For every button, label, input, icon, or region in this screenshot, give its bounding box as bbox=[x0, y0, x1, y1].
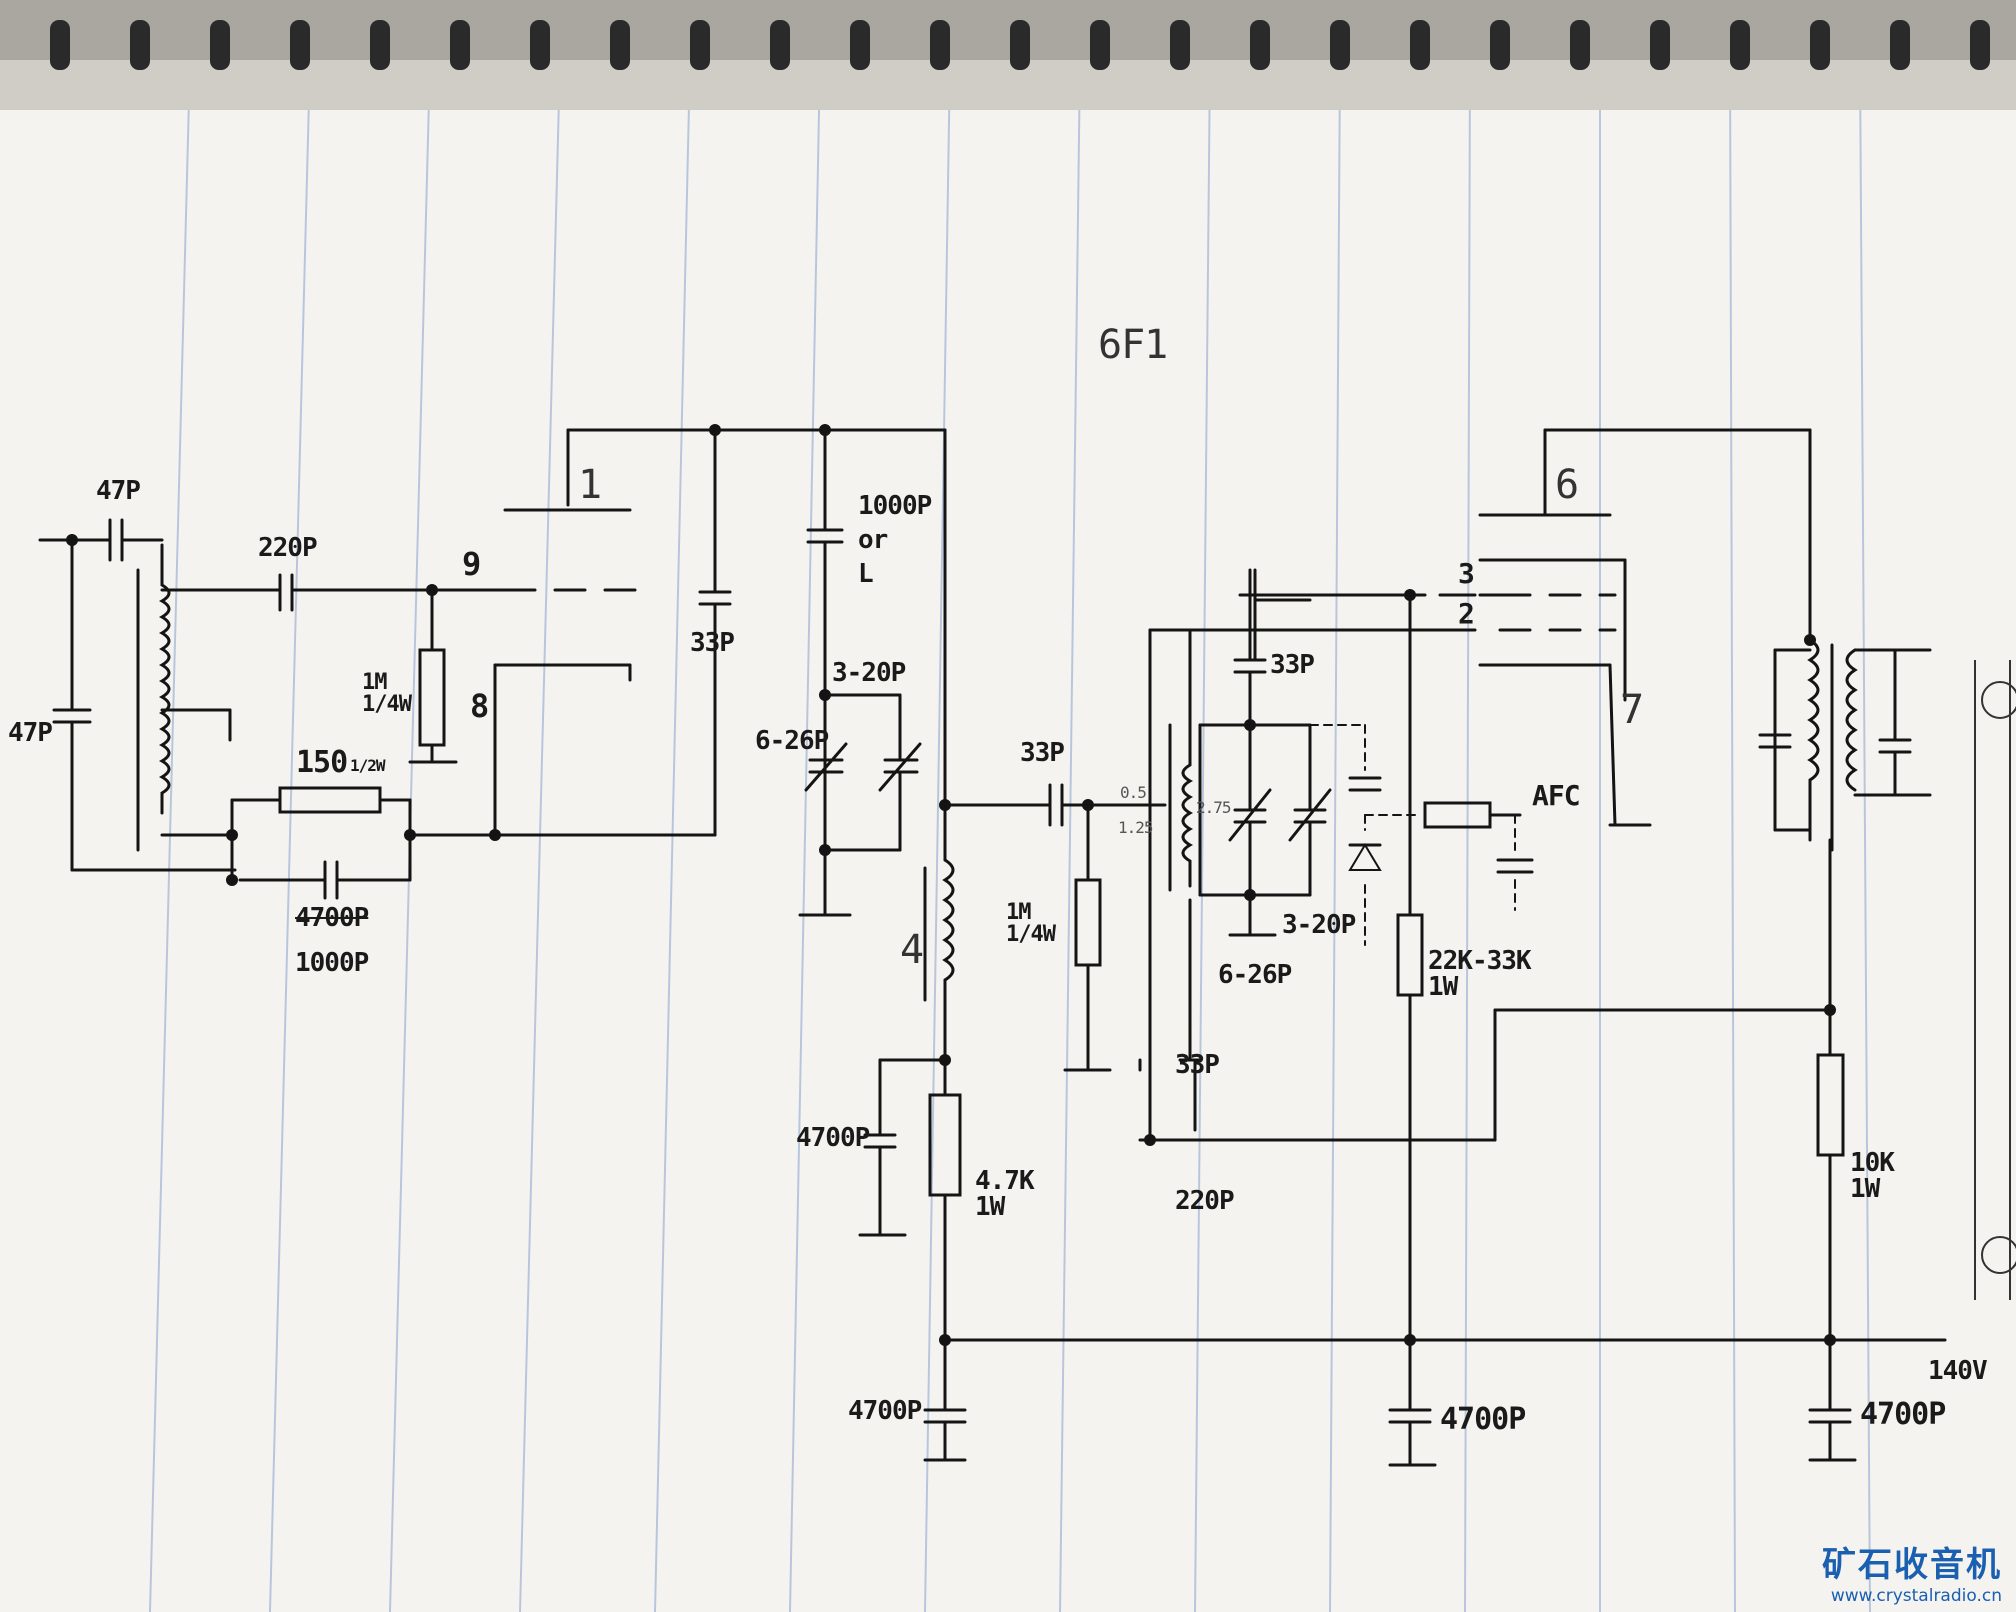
tube-pin-1: 1 bbox=[578, 462, 602, 508]
tube-pin-4: 4 bbox=[900, 927, 924, 973]
tube-pin-7: 7 bbox=[1620, 687, 1644, 733]
label-r-150: 150 bbox=[296, 745, 348, 780]
tube-pin-3: 3 bbox=[1458, 557, 1475, 590]
label-c-220p: 220P bbox=[1175, 1186, 1235, 1216]
right-edge-strip bbox=[1974, 660, 2016, 1300]
label-c-in-top: 47P bbox=[96, 476, 141, 506]
schematic bbox=[38, 428, 1947, 1467]
label-r-grid: 1M 1/4W bbox=[362, 670, 412, 717]
tube-pin-9: 9 bbox=[462, 545, 481, 583]
label-c-4700p-d: 4700P bbox=[1860, 1397, 1946, 1432]
label-coil-tap-b: 1.25 bbox=[1118, 818, 1154, 837]
label-c-1000p: 1000P or L bbox=[858, 491, 932, 589]
watermark-title: 矿石收音机 bbox=[1822, 1545, 2002, 1585]
label-afc: AFC bbox=[1532, 779, 1581, 812]
label-r-10k: 10K 1W bbox=[1850, 1148, 1895, 1204]
tube-pin-6: 6 bbox=[1555, 462, 1579, 508]
schematic-title: 6F1 bbox=[1098, 322, 1168, 368]
label-c-grid: 220P bbox=[258, 533, 318, 563]
label-c-33p-a: 33P bbox=[690, 628, 735, 658]
label-c-33p-d: 33P bbox=[1175, 1050, 1220, 1080]
label-b-plus: 140V bbox=[1928, 1356, 1988, 1386]
label-c-33p-c: 33P bbox=[1270, 650, 1315, 680]
junction-dots bbox=[66, 424, 1836, 1346]
label-coil-turns: 2.75 bbox=[1196, 798, 1232, 817]
label-c-in-left: 47P bbox=[8, 718, 53, 748]
label-r-1m-b: 1M 1/4W bbox=[1006, 900, 1056, 947]
spiral-holes bbox=[50, 20, 1990, 70]
label-c-33p-b: 33P bbox=[1020, 738, 1065, 768]
label-c-trim-b: 3-20P bbox=[1282, 910, 1356, 940]
label-c-4700p-a: 4700P bbox=[796, 1123, 870, 1153]
label-c-var-b: 6-26P bbox=[1218, 960, 1292, 990]
watermark-url: www.crystalradio.cn bbox=[1830, 1586, 2002, 1606]
label-c-bypass-old: 4700P bbox=[295, 903, 369, 933]
label-c-4700p-c: 4700P bbox=[1440, 1402, 1526, 1437]
label-c-bypass-new: 1000P bbox=[295, 948, 369, 978]
label-r-47k: 4.7K 1W bbox=[975, 1166, 1035, 1222]
label-c-var-a: 6-26P bbox=[755, 726, 829, 756]
site-watermark: 矿石收音机 www.crystalradio.cn bbox=[1822, 1537, 2002, 1606]
tube-pin-8: 8 bbox=[470, 687, 489, 725]
label-c-trim-a: 3-20P bbox=[832, 658, 906, 688]
label-r-150-power: 1/2W bbox=[350, 756, 386, 775]
label-r-22k: 22K-33K 1W bbox=[1428, 946, 1532, 1002]
label-c-4700p-b: 4700P bbox=[848, 1396, 922, 1426]
tube-pin-2: 2 bbox=[1458, 597, 1475, 630]
label-coil-tap-a: 0.5 bbox=[1120, 783, 1147, 802]
